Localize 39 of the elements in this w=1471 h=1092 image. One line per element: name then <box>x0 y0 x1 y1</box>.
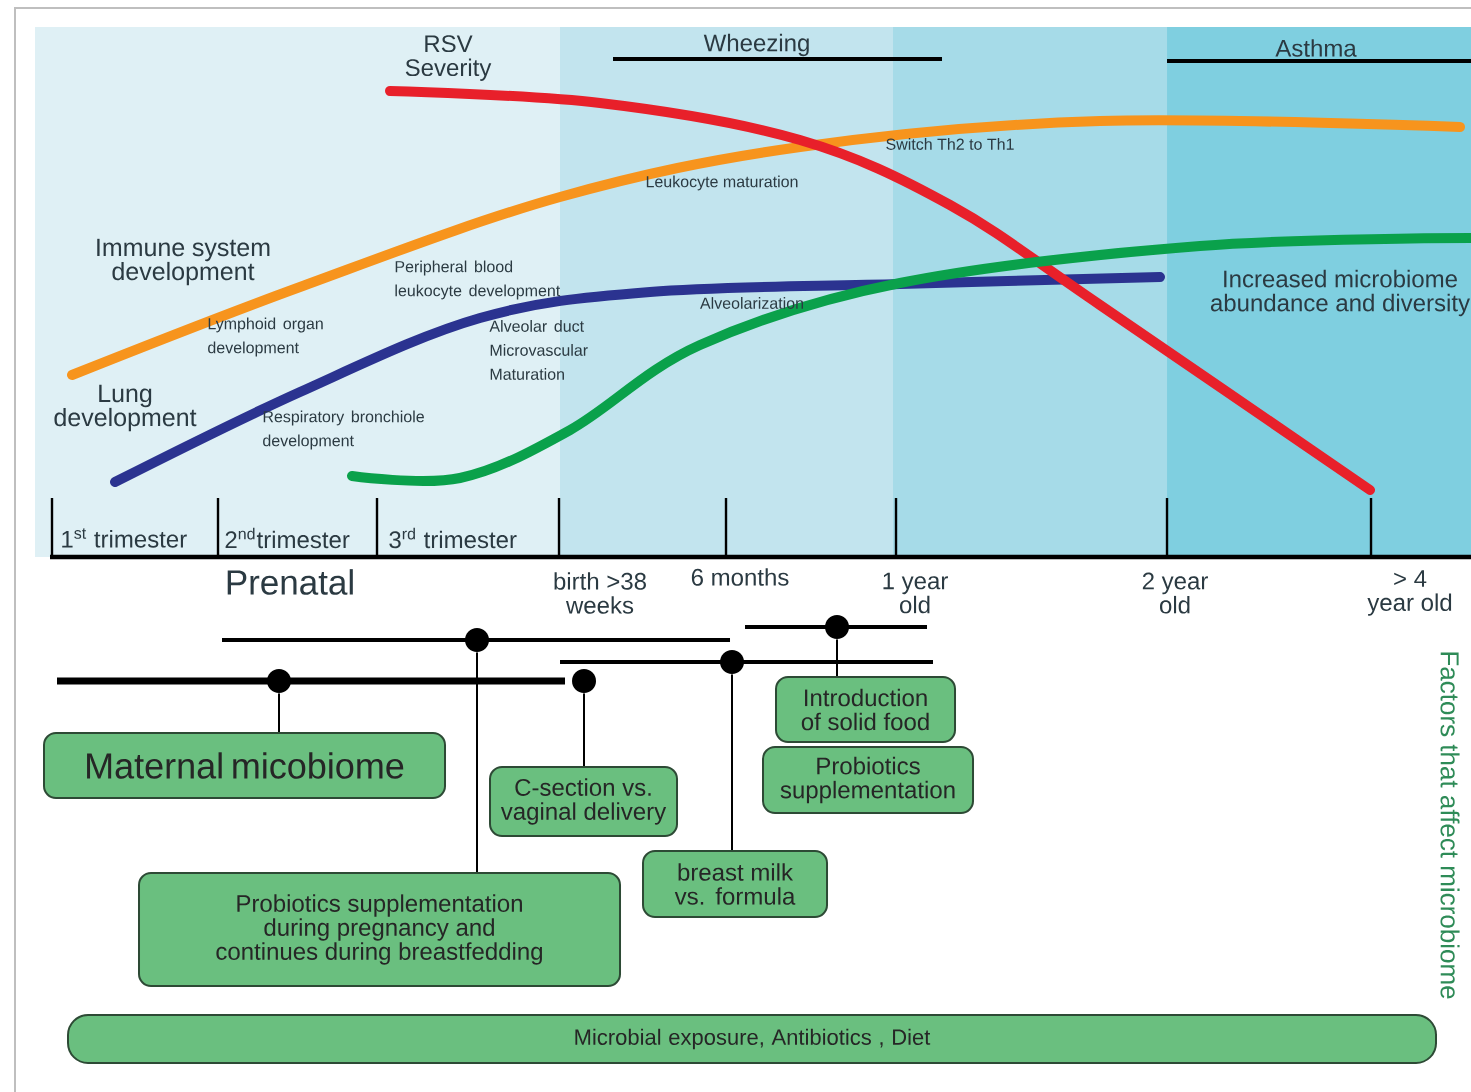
side-title: Factors that affect microbiome <box>1440 652 1460 999</box>
leader-line <box>836 638 838 677</box>
curve-label: Leukocyte maturation <box>646 175 798 191</box>
curve-label: Lung development <box>54 384 197 432</box>
curve-label: Immune system development <box>97 238 270 286</box>
trimester-label: 3$^{rd}$ trimester <box>389 527 517 549</box>
curve-label: Lymphoid organ development <box>208 317 323 357</box>
leader-line <box>476 651 478 873</box>
stage-label: Asthma <box>1275 39 1357 57</box>
trimester-label: 1$^{st}$ trimester <box>62 528 187 548</box>
stage-label: Wheezing <box>703 33 809 57</box>
factor-box: Maternal micobiome <box>43 732 446 799</box>
time-label: 2 year old <box>1142 572 1208 614</box>
curve-label: Alveolarization <box>700 297 803 309</box>
curve-label: Switch Th2 to Th1 <box>886 138 1014 150</box>
period-label: Prenatal <box>227 569 353 595</box>
factor-box: breast milk vs. formula <box>642 850 828 918</box>
trimester-label: 2$^{nd}$trimester <box>225 527 350 549</box>
factor-box: C-section vs. vaginal delivery <box>489 766 678 837</box>
range-bar <box>222 628 730 652</box>
factor-box: Probiotics supplementation during pregnancy and continues during breastfedding <box>138 872 621 987</box>
time-label: 6 months <box>691 568 789 586</box>
curve-label: Peripheral blood leukocyte development <box>395 260 561 300</box>
curve-label: Increased microbiome abundance and diversity <box>1210 269 1470 317</box>
curve-label: Alveolar duct Microvascular Maturation <box>489 320 588 380</box>
dot <box>572 669 596 693</box>
range-bar <box>560 650 933 674</box>
range-bar <box>745 615 927 639</box>
factor-box: Introduction of solid food <box>775 676 956 743</box>
leader-line <box>583 692 585 767</box>
leader-line <box>278 692 280 733</box>
time-label: 1 year old <box>883 572 948 614</box>
factor-box: Microbial exposure, Antibiotics , Diet <box>67 1014 1437 1064</box>
time-label: > 4 year old <box>1367 570 1452 616</box>
time-label: birth >38 weeks <box>554 572 646 614</box>
leader-line <box>731 673 733 851</box>
factor-box: Probiotics supplementation <box>762 746 974 814</box>
curve-label: Respiratory bronchiole development <box>263 410 424 450</box>
stage-label: RSV Severity <box>405 35 492 81</box>
